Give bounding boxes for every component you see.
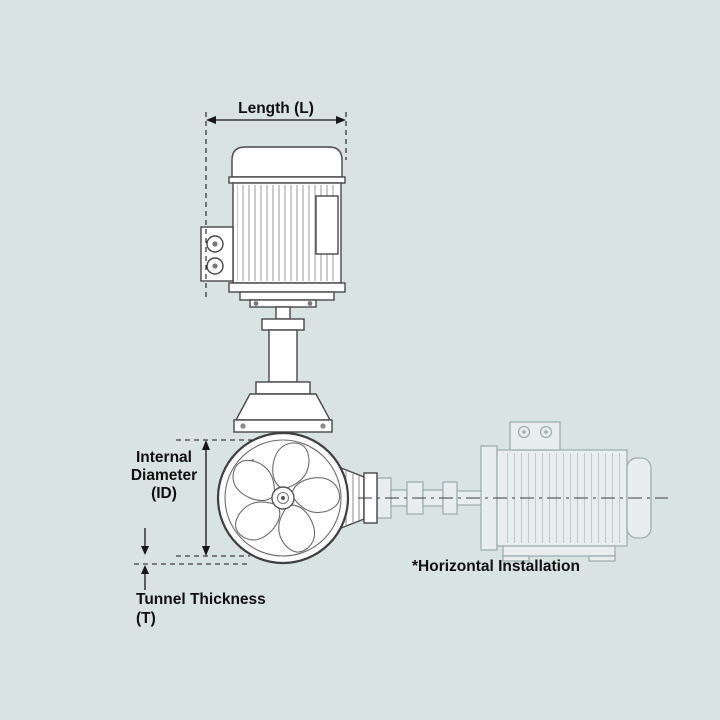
arrow-up-icon bbox=[141, 565, 149, 574]
ghost-motor-foot bbox=[588, 555, 616, 562]
bolt-dot bbox=[307, 301, 313, 306]
thruster-tunnel bbox=[216, 431, 350, 565]
propeller-icon bbox=[232, 442, 341, 553]
arrow-left-icon bbox=[206, 116, 216, 124]
arrow-up-icon bbox=[202, 440, 210, 450]
bolt-dot bbox=[212, 241, 218, 247]
bolt-dot bbox=[522, 430, 526, 434]
motor-fan-cover bbox=[231, 146, 343, 178]
motor-cover-lip bbox=[228, 176, 346, 184]
ghost-motor-foot bbox=[502, 555, 530, 562]
dimension-tunnel-thickness: Tunnel Thickness (T) bbox=[136, 528, 266, 627]
propeller-hub-dot bbox=[281, 496, 285, 500]
arrow-down-icon bbox=[202, 546, 210, 556]
horizontal-installation-ghost bbox=[376, 421, 652, 562]
tunnel-thickness-label-1: Tunnel Thickness bbox=[136, 591, 266, 608]
motor-base-band bbox=[228, 282, 346, 293]
bolt-dot bbox=[253, 301, 259, 306]
arrow-down-icon bbox=[141, 546, 149, 555]
bolt-dot bbox=[320, 423, 326, 429]
shaft-stub bbox=[275, 306, 291, 320]
tunnel-mount-band bbox=[233, 419, 333, 433]
shaft-plate bbox=[249, 299, 317, 308]
ghost-terminal-box bbox=[509, 421, 561, 451]
tunnel-thickness-label-2: (T) bbox=[136, 610, 156, 627]
dimension-length: Length (L) bbox=[205, 100, 347, 300]
internal-diameter-label-2: Diameter bbox=[131, 467, 197, 484]
shaft-flange bbox=[255, 381, 311, 395]
tunnel-saddle bbox=[234, 393, 332, 421]
internal-diameter-label-1: Internal bbox=[136, 449, 192, 466]
internal-diameter-label-3: (ID) bbox=[151, 485, 177, 502]
arrow-right-icon bbox=[336, 116, 346, 124]
horizontal-installation-label: *Horizontal Installation bbox=[412, 558, 580, 575]
shaft-flange bbox=[261, 318, 305, 331]
drive-shaft-assembly bbox=[233, 299, 333, 433]
motor-terminal-plate bbox=[315, 195, 339, 255]
bolt-dot bbox=[240, 423, 246, 429]
shaft-column bbox=[268, 329, 298, 383]
bolt-dot bbox=[212, 263, 218, 269]
motor-base-band bbox=[239, 291, 335, 301]
ghost-motor-base bbox=[502, 545, 616, 557]
length-label: Length (L) bbox=[238, 100, 314, 117]
bolt-dot bbox=[544, 430, 548, 434]
dimension-internal-diameter: Internal Diameter (ID) bbox=[131, 439, 252, 565]
vertical-motor bbox=[200, 146, 346, 301]
